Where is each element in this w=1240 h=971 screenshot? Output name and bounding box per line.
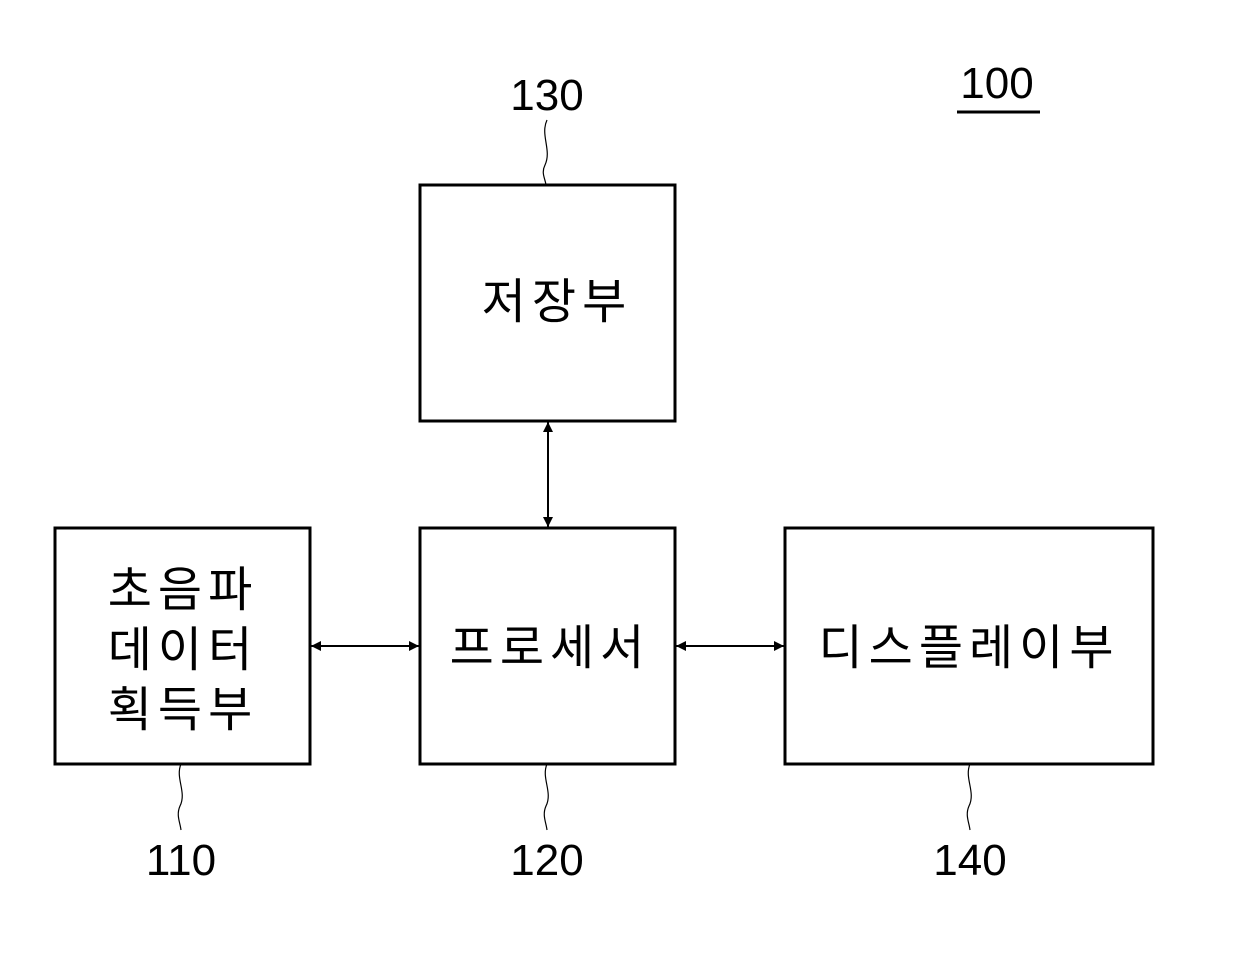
storage-ref-label: 130 [510,71,583,120]
ultrasound-block-label-line-2: 데이터 [108,622,258,678]
figure-ref-label: 100 [960,59,1033,108]
ultrasound-leader-line [178,764,182,830]
display-ref-label: 140 [933,836,1006,885]
storage-block-label: 저장부 [482,274,632,330]
ultrasound-ref-label: 110 [146,836,216,885]
processor-ref-label: 120 [510,836,583,885]
storage-leader-line [543,120,547,185]
display-leader-line [967,764,971,830]
ultrasound-block-label-line-1: 초음파 [108,562,258,618]
ultrasound-block-label-line-3: 획득부 [108,682,258,738]
display-block-label: 디스플레이부 [819,620,1120,676]
processor-block-label: 프로세서 [450,620,651,676]
processor-leader-line [544,764,548,830]
